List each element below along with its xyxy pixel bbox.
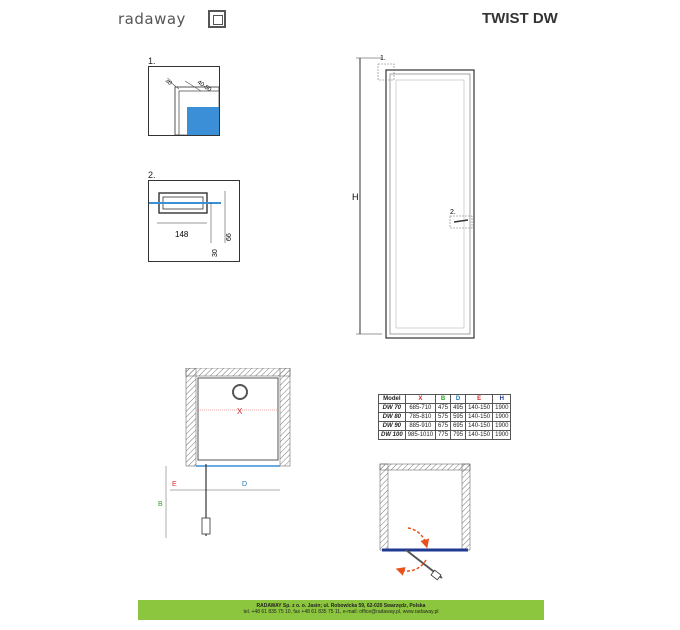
spec-table-header-row: Model X B D E H xyxy=(378,394,512,404)
table-cell: 140-150 xyxy=(465,430,494,440)
table-cell: 1900 xyxy=(492,430,512,440)
detail-2-width: 148 xyxy=(175,230,189,239)
table-cell: 495 xyxy=(450,403,467,413)
table-cell: 140-150 xyxy=(465,403,494,413)
brand-logo-text: radaway xyxy=(118,10,186,28)
table-row: DW 80 785-810 575 595 140-150 1900 xyxy=(378,412,512,422)
footer-company-address: RADAWAY Sp. z o. o. Jasin; ul. Robowicka… xyxy=(256,603,426,609)
table-cell: 885-910 xyxy=(404,421,437,431)
detail-1-dim-a: 30 xyxy=(164,78,173,87)
table-cell: 985-1010 xyxy=(404,430,437,440)
detail-1-label: 1. xyxy=(148,56,156,66)
table-cell: 785-810 xyxy=(404,412,437,422)
table-row: DW 90 885-910 675 695 140-150 1900 xyxy=(378,421,512,431)
detail-2-drawing: 148 30 66 xyxy=(149,191,233,257)
plan-d-label: D xyxy=(242,481,247,488)
table-cell: 595 xyxy=(450,412,467,422)
detail-2-height-inner: 30 xyxy=(212,249,219,257)
brand-logo-icon xyxy=(208,10,226,28)
table-cell: 795 xyxy=(450,430,467,440)
height-label: H xyxy=(352,192,359,202)
front-view-drawing: H 1. 2. xyxy=(352,55,475,339)
detail-2-box: 148 30 66 xyxy=(148,180,240,262)
plan-e-label: E xyxy=(172,481,177,488)
footer-contact: tel. +48 61 835 75 10, fax +48 61 835 75… xyxy=(243,609,439,615)
table-cell: DW 100 xyxy=(378,430,406,440)
table-cell: 1900 xyxy=(492,403,512,413)
callout-2: 2. xyxy=(450,209,456,216)
detail-1-box: 30 40-50 xyxy=(148,66,220,136)
table-row: DW 70 685-710 475 495 140-150 1900 xyxy=(378,403,512,413)
plan-b-label: B xyxy=(158,501,163,508)
spec-header-d: D xyxy=(450,394,467,404)
detail-1-drawing: 30 40-50 xyxy=(164,78,220,136)
spec-header-x: X xyxy=(404,394,437,404)
table-cell: 575 xyxy=(435,412,452,422)
table-cell: 140-150 xyxy=(465,412,494,422)
table-cell: 140-150 xyxy=(465,421,494,431)
spec-header-b: B xyxy=(435,394,452,404)
plan-x-label: X xyxy=(237,407,243,416)
spec-header-model: Model xyxy=(378,394,406,404)
table-cell: 475 xyxy=(435,403,452,413)
spec-header-h: H xyxy=(492,394,512,404)
detail-2-height-outer: 66 xyxy=(226,233,233,241)
plan-view-drawing: X E D B xyxy=(158,368,291,538)
table-cell: 1900 xyxy=(492,421,512,431)
callout-1: 1. xyxy=(380,55,386,62)
spec-table: Model X B D E H DW 70 685-710 475 495 14… xyxy=(378,394,512,440)
table-row: DW 100 985-1010 775 795 140-150 1900 xyxy=(378,430,512,440)
door-swing-drawing xyxy=(379,463,471,581)
detail-2-label: 2. xyxy=(148,170,156,180)
table-cell: DW 80 xyxy=(378,412,406,422)
table-cell: 775 xyxy=(435,430,452,440)
table-cell: 695 xyxy=(450,421,467,431)
page-title: TWIST DW xyxy=(482,10,558,27)
table-cell: DW 90 xyxy=(378,421,406,431)
table-cell: DW 70 xyxy=(378,403,406,413)
table-cell: 685-710 xyxy=(404,403,437,413)
table-cell: 1900 xyxy=(492,412,512,422)
table-cell: 675 xyxy=(435,421,452,431)
spec-header-e: E xyxy=(465,394,494,404)
footer-bar: RADAWAY Sp. z o. o. Jasin; ul. Robowicka… xyxy=(138,600,544,620)
